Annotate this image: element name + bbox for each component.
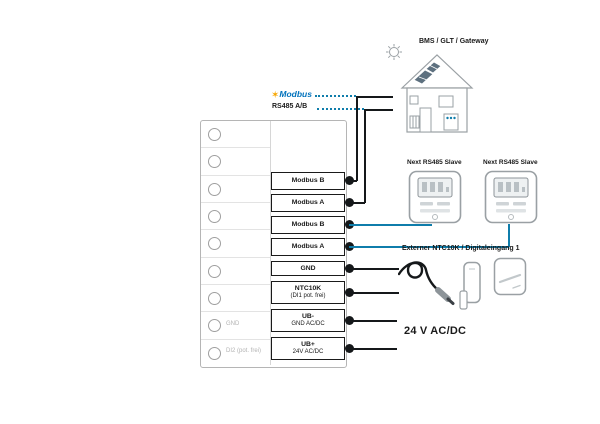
terminal-box-gnd: GND: [271, 261, 345, 276]
wire-modbus-a-slave: [349, 246, 509, 248]
wire-modbus-a-gateway: [364, 109, 366, 203]
wire-modbus-b-gateway: [356, 96, 393, 98]
ntc10k-probe-icon: [398, 261, 455, 305]
terminal-label: GND: [300, 264, 316, 272]
row-divider: [201, 284, 270, 285]
modbus-logo: ✶Modbus: [271, 89, 312, 101]
terminal-box-modbus-a-2: Modbus A: [271, 238, 345, 256]
external-sensor-heading: Externer NTC10K / Digitaleingang 1: [402, 245, 520, 252]
modbus-logo-text: Modbus: [279, 89, 312, 99]
terminal-label: UB-: [301, 313, 315, 321]
terminal-box-ub-plus: UB+ 24V AC/DC: [271, 337, 345, 360]
slave-1-label: Next RS485 Slave: [407, 159, 462, 166]
modbus-dotted-line: [315, 95, 356, 97]
terminal-circle: [208, 347, 221, 360]
row-divider: [201, 202, 270, 203]
row-divider: [201, 311, 270, 312]
terminal-sublabel: (DI1 pot. frei): [290, 292, 326, 299]
row-divider: [201, 147, 270, 148]
gateway-connection-dots: [446, 116, 456, 120]
terminal-label: Modbus B: [291, 221, 325, 229]
terminal-row-label-gnd: GND: [226, 321, 240, 327]
terminal-block-divider: [270, 121, 271, 365]
wire-ub-minus: [349, 320, 397, 322]
bms-house-illustration: [386, 44, 474, 133]
door-contact-icon: [459, 261, 481, 310]
wire-gnd-sensor: [349, 268, 399, 270]
bms-gateway-label: BMS / GLT / Gateway: [419, 38, 489, 45]
wire-modbus-b-gateway: [349, 180, 357, 182]
terminal-circle: [208, 210, 221, 223]
terminal-circle: [208, 319, 221, 332]
wire-modbus-b-gateway: [356, 96, 358, 181]
row-divider: [201, 229, 270, 230]
rs485-slave-thermostat-1: [408, 170, 462, 224]
terminal-box-ntc10k: NTC10K (DI1 pot. frei): [271, 281, 345, 304]
terminal-circle: [208, 128, 221, 141]
terminal-circle: [208, 155, 221, 168]
house-interior: [409, 95, 459, 133]
wire-modbus-a-gateway: [364, 109, 393, 111]
slave-2-label: Next RS485 Slave: [483, 159, 538, 166]
terminal-box-modbus-b-1: Modbus B: [271, 172, 345, 190]
sun-icon: [386, 44, 402, 60]
row-divider: [201, 175, 270, 176]
terminal-box-ub-minus: UB- GND AC/DC: [271, 309, 345, 332]
terminal-sublabel: 24V AC/DC: [292, 348, 324, 355]
terminal-label: Modbus A: [291, 243, 325, 251]
rs485-dotted-line: [317, 108, 364, 110]
rs485-label: RS485 A/B: [272, 103, 308, 110]
power-supply-label: 24 V AC/DC: [404, 325, 467, 337]
terminal-box-modbus-a-1: Modbus A: [271, 194, 345, 212]
terminal-sublabel: GND AC/DC: [291, 320, 325, 327]
wire-ntc10k-sensor: [349, 292, 399, 294]
terminal-row-label-di2: DI2 (pot. frei): [226, 348, 262, 354]
wire-modbus-a-slave: [508, 224, 510, 247]
terminal-circle: [208, 183, 221, 196]
wire-ub-plus: [349, 348, 397, 350]
terminal-label: Modbus B: [291, 177, 325, 185]
terminal-label: Modbus A: [291, 199, 325, 207]
rs485-slave-thermostat-2: [484, 170, 538, 224]
terminal-circle: [208, 237, 221, 250]
terminal-circle: [208, 292, 221, 305]
row-divider: [201, 257, 270, 258]
solar-panels: [413, 61, 442, 85]
modbus-star-icon: ✶: [271, 90, 280, 101]
terminal-label: NTC10K: [294, 285, 322, 293]
wall-sensor-icon: [493, 257, 527, 296]
wire-modbus-a-gateway: [349, 202, 365, 204]
terminal-label: UB+: [301, 341, 315, 349]
terminal-box-modbus-b-2: Modbus B: [271, 216, 345, 234]
wire-modbus-b-slave: [349, 224, 432, 226]
row-divider: [201, 339, 270, 340]
terminal-circle: [208, 265, 221, 278]
